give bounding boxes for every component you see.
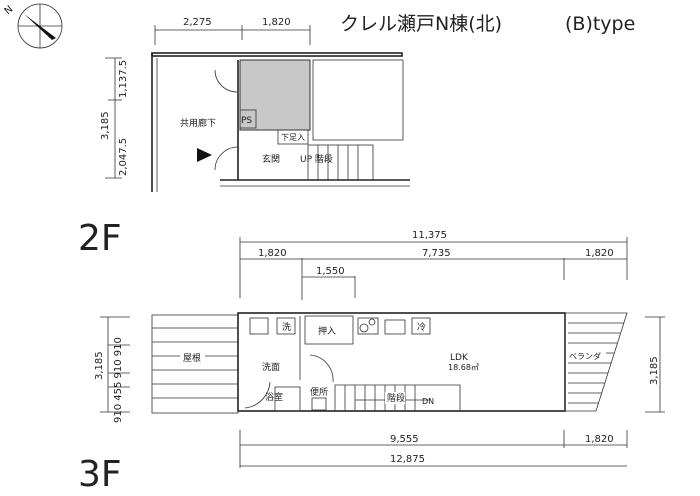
washroom-label: 洗面 xyxy=(262,361,280,373)
toilet-icon xyxy=(311,397,327,411)
dim-3f-top-left: 1,820 xyxy=(258,248,287,259)
shoe-closet-label: 下足入 xyxy=(281,133,305,142)
dim-2f-left-lower: 2,047.5 xyxy=(118,138,129,176)
dim-2f-top-1: 2,275 xyxy=(183,17,212,28)
dim-3f-bottom-left: 9,555 xyxy=(390,434,419,445)
roof-label: 屋根 xyxy=(183,352,201,364)
down-label: DN xyxy=(422,397,434,406)
dim-2f-top-2: 1,820 xyxy=(262,17,291,28)
dim-3f-bottom-total: 12,875 xyxy=(390,454,425,465)
roof-area: 屋根 xyxy=(151,314,239,414)
dim-3f-left-total: 3,185 xyxy=(94,351,105,380)
washer-label: 洗 xyxy=(282,321,291,333)
closet-label: 押入 xyxy=(318,325,336,337)
dim-3f-top-total: 11,375 xyxy=(412,230,447,241)
floor-2-plan: 2,275 1,820 3,185 1,137.5 2,047.5 PS 共用廊… xyxy=(78,17,410,259)
entrance-label: 玄関 xyxy=(262,153,280,165)
ldk-label: LDK xyxy=(450,353,469,363)
dim-3f-left-parts: 910 455 910 910 xyxy=(113,337,124,423)
veranda-area: ベランダ xyxy=(564,312,628,412)
stairs-3f xyxy=(334,384,461,411)
dim-2f-left-total: 3,185 xyxy=(100,111,111,140)
entrance-arrow-icon xyxy=(197,148,212,162)
dim-2f-left-upper: 1,137.5 xyxy=(118,60,129,98)
compass-icon: N xyxy=(3,3,63,49)
fridge-label: 冷 xyxy=(417,321,426,333)
floor-2-label: 2F xyxy=(78,218,122,259)
floor-3-label: 3F xyxy=(78,454,122,495)
building-title: クレル瀬戸N棟(北) xyxy=(340,13,502,35)
floor-3-plan: 11,375 1,820 7,735 1,820 1,550 3,185 910… xyxy=(78,230,665,495)
compass-north: N xyxy=(3,4,16,17)
bath-label: 浴室 xyxy=(265,391,283,403)
dim-3f-right: 3,185 xyxy=(649,356,660,385)
veranda-label: ベランダ xyxy=(569,351,601,361)
stairs-up-label: UP 階段 xyxy=(300,153,333,165)
dim-3f-top-middle: 7,735 xyxy=(422,248,451,259)
toilet-label: 便所 xyxy=(310,386,328,398)
ps-label: PS xyxy=(241,116,252,126)
dim-3f-sub: 1,550 xyxy=(316,266,345,277)
corridor-label: 共用廊下 xyxy=(180,117,216,129)
ldk-area: 18.68㎡ xyxy=(448,363,479,372)
dim-3f-top-right: 1,820 xyxy=(585,248,614,259)
type-label: (B)type xyxy=(565,13,635,35)
dim-3f-bottom-right: 1,820 xyxy=(585,434,614,445)
stairs-3f-label: 階段 xyxy=(387,392,405,404)
